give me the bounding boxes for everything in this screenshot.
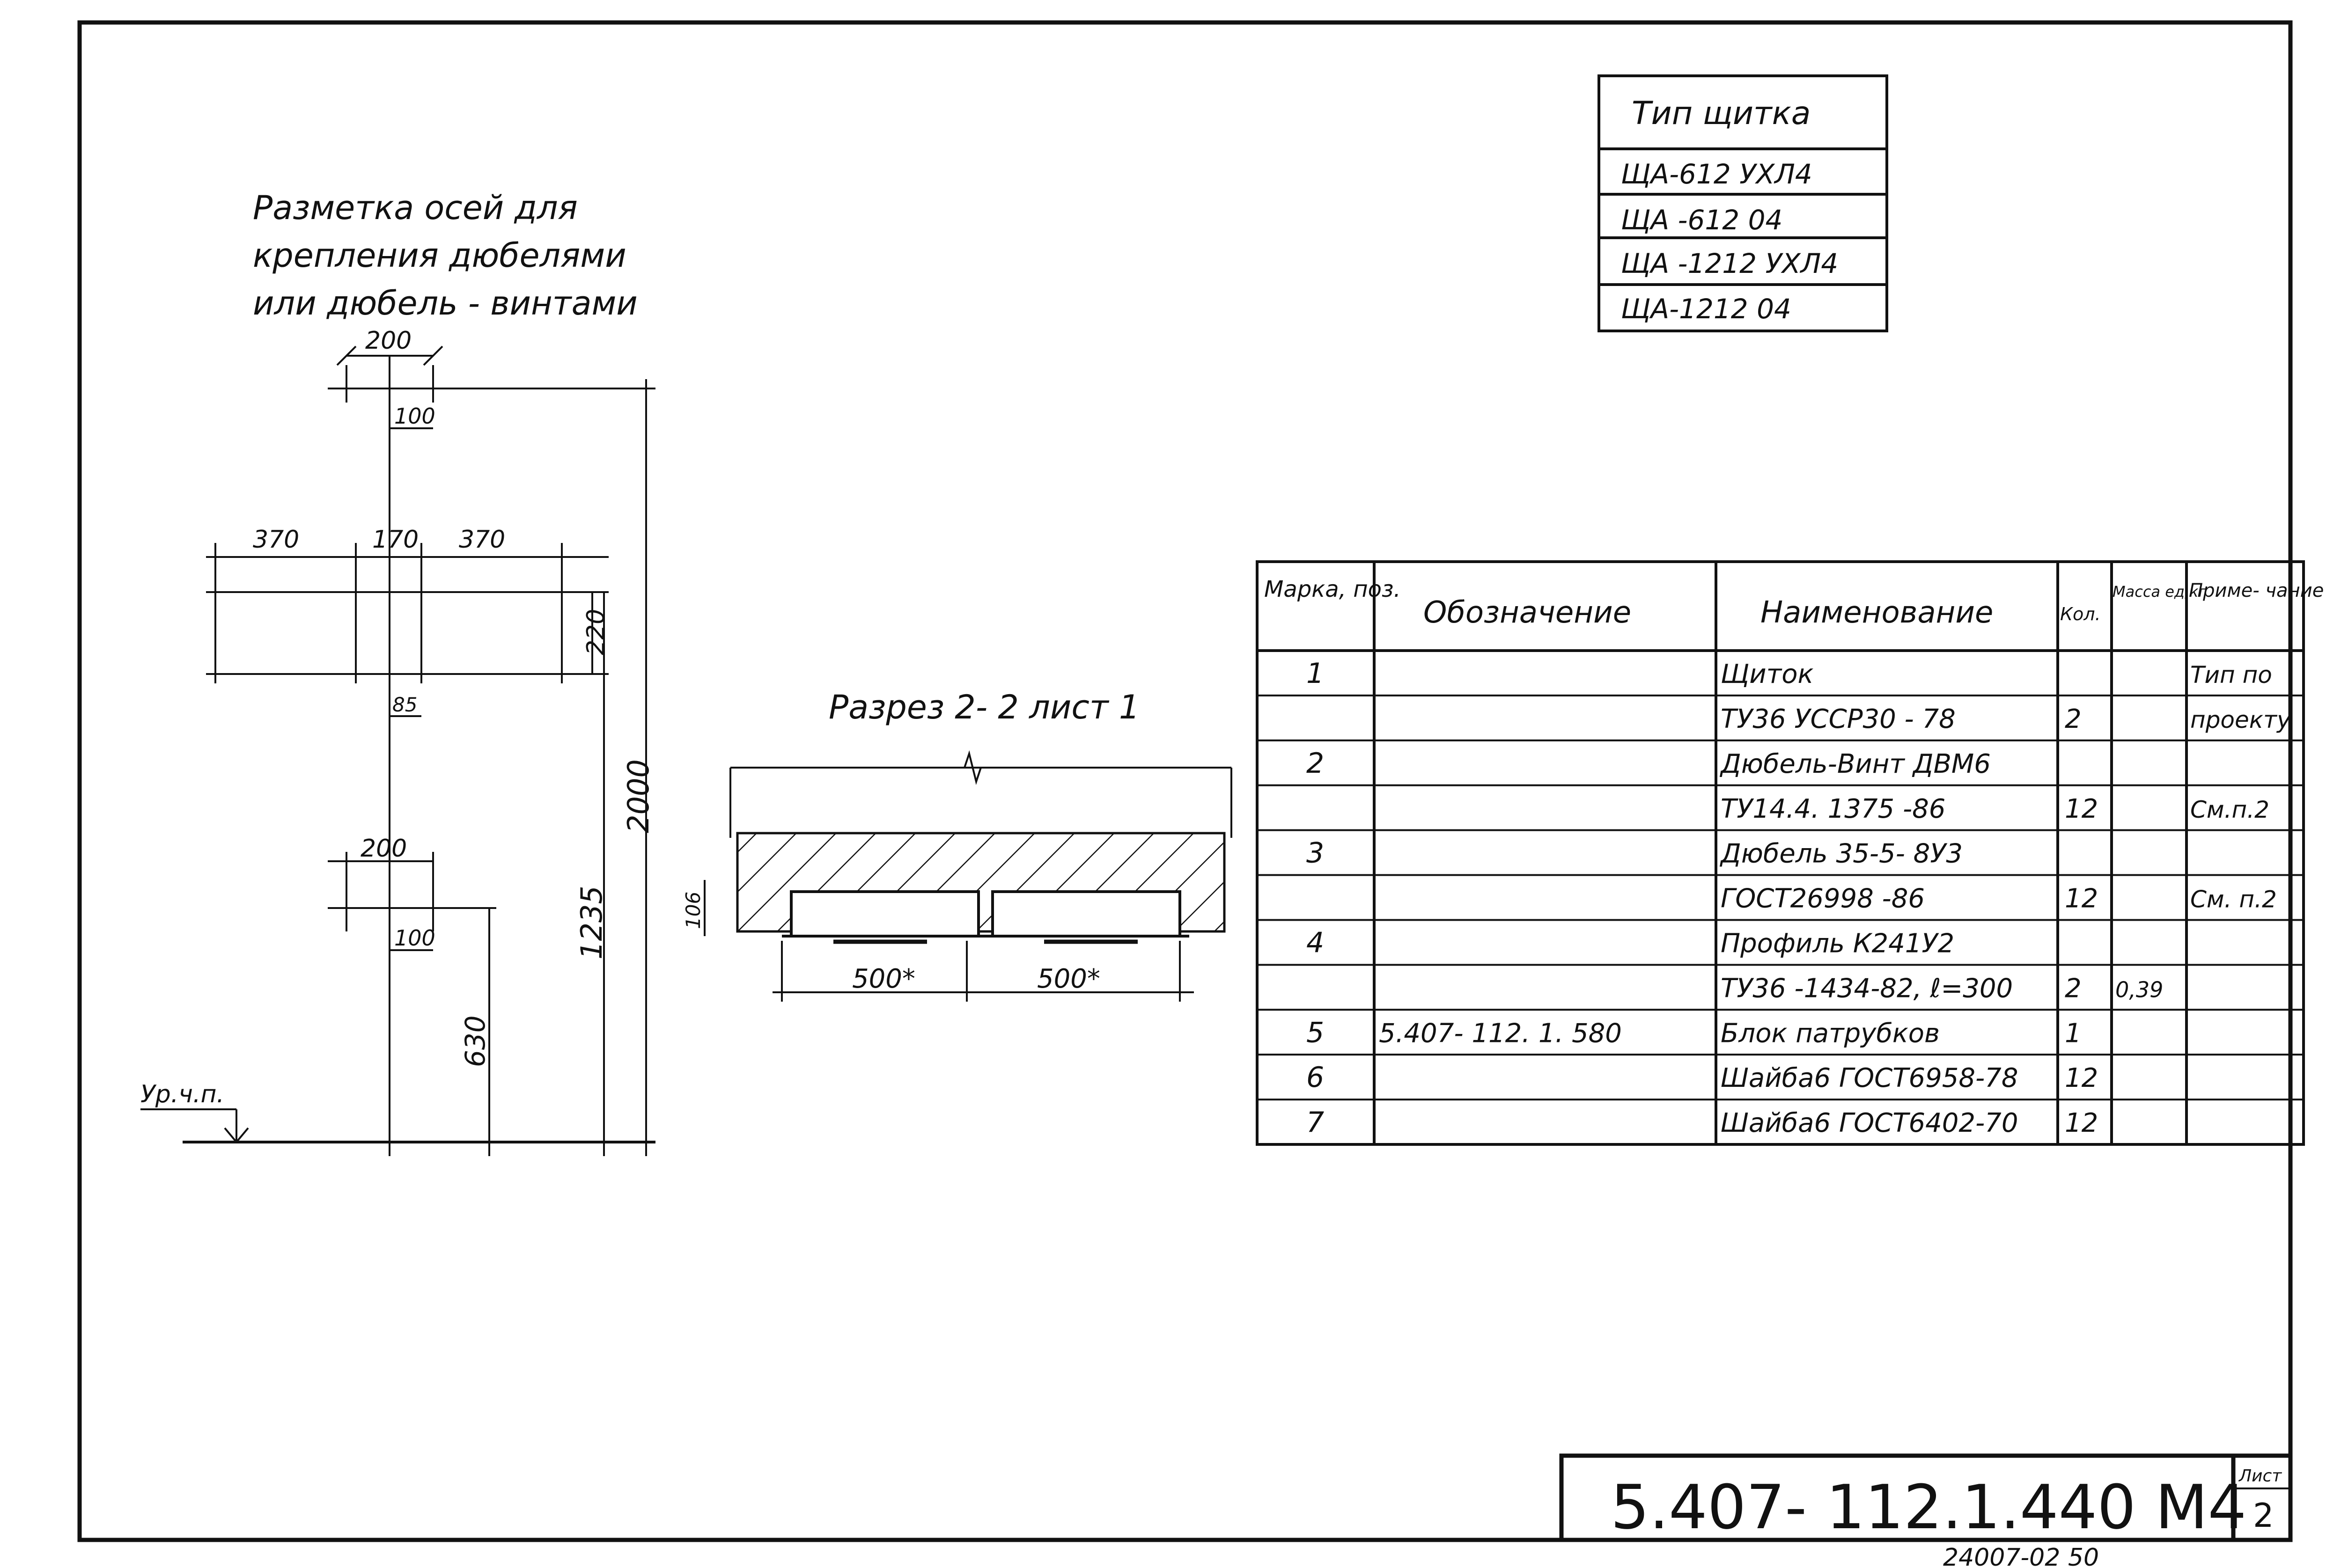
table-cell: Профиль К241У2 [1721, 929, 1954, 959]
dim-label: 200 [365, 327, 412, 355]
dim-label: 370 [459, 526, 505, 554]
table-cell: 6 [1306, 1061, 1324, 1094]
dim-label: 220 [582, 609, 610, 655]
table-cell: Шайба6 ГОСТ6402-70 [1721, 1108, 2018, 1138]
layout-title-line: или дюбель - винтами [253, 284, 638, 322]
drawing-code: 5.407- 112.1.440 М4 [1611, 1472, 2246, 1543]
dim-label: 106 [682, 892, 705, 929]
floor-level-label: Ур.ч.п. [140, 1080, 224, 1108]
table-cell: Шайба6 ГОСТ6958-78 [1721, 1063, 2018, 1093]
footer-stamp: 24007-02 50 [1943, 1544, 2099, 1568]
panel-type-table: Тип щитка ЩА-612 УХЛ4 ЩА -612 04 ЩА -121… [1597, 74, 1888, 332]
table-cell: См. п.2 [2190, 886, 2277, 913]
dim-label: 630 [459, 1015, 491, 1067]
table-cell: 2 [2065, 973, 2082, 1004]
panel-type-row: ЩА-612 УХЛ4 [1621, 158, 1812, 190]
column-header: Приме- чание [2189, 580, 2324, 601]
dim-label: 100 [394, 925, 435, 951]
column-header: Обозначение [1423, 595, 1631, 630]
dim-label: 370 [253, 526, 299, 554]
section-2-2: Разрез 2- 2 лист 1 106 500* 500* [682, 688, 1232, 1002]
column-header: Наименование [1760, 595, 1993, 630]
table-cell: 12 [2065, 1063, 2098, 1093]
section-title: Разрез 2- 2 лист 1 [829, 688, 1140, 726]
table-cell: проекту [2190, 706, 2291, 733]
panel-type-row: ЩА -1212 УХЛ4 [1621, 248, 1838, 279]
dim-label: 100 [394, 403, 435, 429]
table-cell: 12 [2065, 884, 2098, 914]
table-cell: 5.407- 112. 1. 580 [1379, 1018, 1622, 1048]
sheet-number: 2 [2253, 1496, 2274, 1535]
layout-drawing: Разметка осей для крепления дюбелями или… [140, 189, 655, 1156]
dim-label: 2000 [621, 759, 655, 833]
table-cell: Щиток [1721, 659, 1814, 689]
specification-table: Марка, поз. Обозначение Наименование Кол… [1256, 560, 2324, 1146]
panel-type-row: ЩА-1212 04 [1621, 293, 1791, 325]
dim-label: 200 [361, 835, 407, 863]
table-cell: 1 [1306, 657, 1324, 690]
table-cell: ТУ14.4. 1375 -86 [1721, 794, 1945, 824]
column-header: Марка, поз. [1264, 576, 1401, 602]
table-cell: 2 [2065, 704, 2082, 734]
column-header: Масса ед,кг [2113, 583, 2207, 601]
dim-label: 500* [852, 964, 915, 994]
dim-label: 1235 [574, 886, 609, 960]
layout-title-line: крепления дюбелями [253, 236, 626, 275]
table-cell: 4 [1306, 927, 1324, 960]
panel-type-header: Тип щитка [1632, 95, 1811, 132]
sheet-label: Лист [2238, 1466, 2282, 1486]
table-cell: ГОСТ26998 -86 [1721, 884, 1925, 914]
table-cell: ТУ36 УССР30 - 78 [1721, 704, 1956, 734]
table-cell: 5 [1306, 1016, 1324, 1049]
table-cell: Блок патрубков [1721, 1018, 1940, 1048]
table-cell: ТУ36 -1434-82, ℓ=300 [1721, 973, 2013, 1004]
dim-label: 170 [372, 526, 419, 554]
dim-label: 85 [392, 693, 417, 716]
table-cell: Дюбель-Винт ДВМ6 [1719, 749, 1991, 779]
column-header: Кол. [2060, 604, 2101, 624]
table-cell: 12 [2065, 1108, 2098, 1138]
table-cell: 12 [2065, 794, 2098, 824]
table-cell: 3 [1306, 837, 1324, 870]
panel-type-row: ЩА -612 04 [1621, 204, 1782, 236]
title-block: 5.407- 112.1.440 М4 Лист 2 [1559, 1453, 2293, 1543]
table-cell: 7 [1306, 1106, 1324, 1139]
table-cell: 1 [2065, 1018, 2082, 1048]
table-cell: Дюбель 35-5- 8У3 [1719, 839, 1963, 869]
table-cell: 0,39 [2115, 977, 2163, 1002]
table-cell: См.п.2 [2190, 796, 2269, 823]
table-cell: 2 [1306, 747, 1324, 780]
layout-title-line: Разметка осей для [253, 189, 578, 227]
dim-label: 500* [1037, 964, 1100, 994]
drawing-frame [77, 20, 2293, 1542]
table-cell: Тип по [2190, 661, 2272, 689]
